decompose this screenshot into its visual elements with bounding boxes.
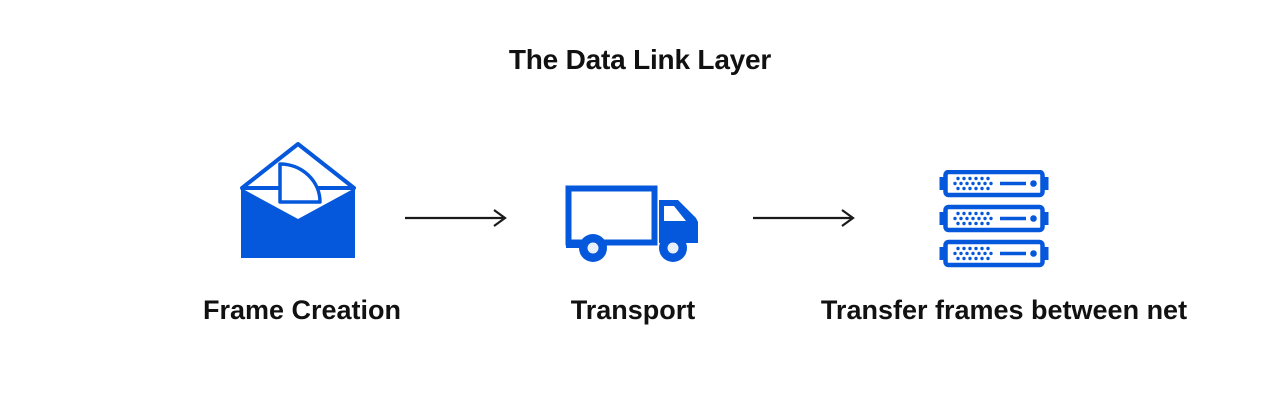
step-label-transport: Transport — [570, 295, 696, 325]
step-label-transfer-frames: Transfer frames between net — [820, 295, 1188, 325]
page-title: The Data Link Layer — [508, 44, 772, 75]
server-stack-icon — [938, 170, 1050, 268]
envelope-letter-icon — [240, 142, 356, 258]
right-arrow-icon — [405, 209, 507, 227]
truck-icon — [565, 185, 698, 262]
right-arrow-icon — [753, 209, 855, 227]
step-label-frame-creation: Frame Creation — [202, 295, 402, 325]
